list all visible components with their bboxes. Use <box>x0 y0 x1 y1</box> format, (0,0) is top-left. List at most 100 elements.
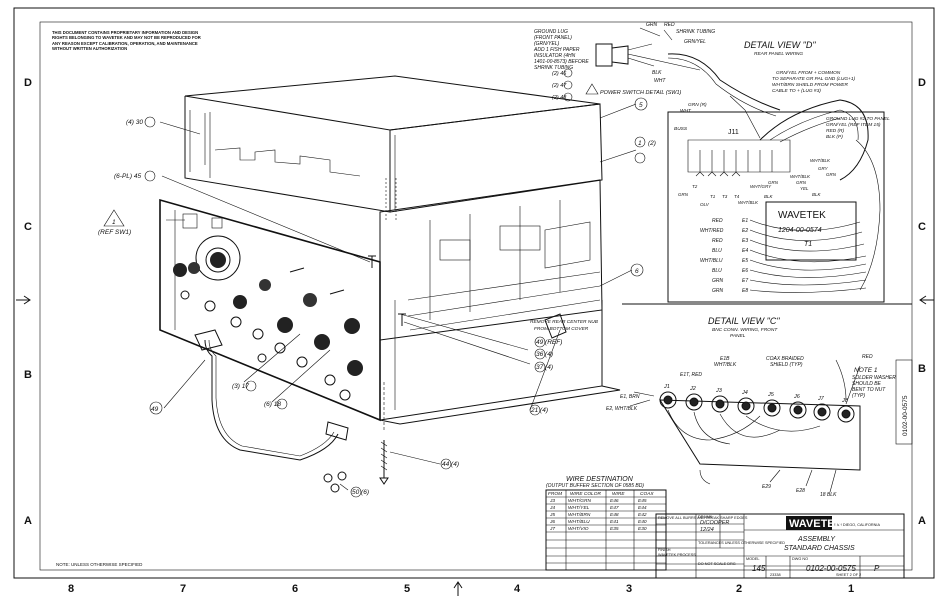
detail-c-red: RED <box>862 354 873 360</box>
tb-model: 145 <box>752 564 766 573</box>
pin-color-6: GRN <box>712 278 724 284</box>
pin-id-7: E8 <box>742 288 748 294</box>
detail-d-misc-2: T1 <box>710 194 716 199</box>
detail-d-misc-15: WHT/BLK <box>810 158 831 163</box>
tb-company: WAVETEK <box>789 518 843 530</box>
tb-dwg: 0102-00-0575 <box>806 564 856 573</box>
detail-d-buss: BUSS <box>674 126 688 132</box>
detail-d-frame <box>667 111 885 303</box>
tb-scale: DO NOT SCALE DRG <box>698 562 736 566</box>
leader-lines <box>159 103 637 491</box>
detail-d-misc-7: WHT/BLK <box>738 200 759 205</box>
wire-table-title: WIRE DESTINATION <box>566 476 634 483</box>
remove-note-line1: REMOVE REAR CENTER NUB <box>530 319 599 325</box>
detail-d-note1-l0: GRN/YEL FROM + COMMON <box>776 70 841 76</box>
wire-cell: E41 <box>610 519 619 525</box>
transformer-t1 <box>765 201 857 261</box>
detail-c-note-3: BENT TO NUT <box>852 387 886 393</box>
detail-c-e2whtblk: E2, WHT/BLK <box>606 406 638 412</box>
wire-cell: WHT/BRN <box>568 512 591 518</box>
col-label-6: 6 <box>292 583 298 595</box>
detail-d-note1-l2: WHT/BRN SHIELD FROM POWER <box>772 82 848 88</box>
callout-18: (6) 18 <box>264 401 281 408</box>
transformer-brand: WAVETEK <box>778 210 826 221</box>
jack-label-1: J2 <box>689 386 696 392</box>
wire-cell: WHT/YEL <box>568 505 590 511</box>
ps-callout-48: (2) 48 <box>552 95 567 101</box>
ps-shrink-label: SHRINK TUBING <box>676 29 715 35</box>
detail-d-misc-12: YEL <box>800 186 809 191</box>
col-label-5: 5 <box>404 583 410 595</box>
wire-cell: E40 <box>638 519 647 525</box>
col-label-3: 3 <box>626 583 632 595</box>
detail-d-note1-l1: TO SEPARATE GR PAL GND (LUG+1) <box>772 76 856 82</box>
jack-label-0: J1 <box>663 384 670 390</box>
jack-label-4: J5 <box>767 392 775 398</box>
detail-c-note-1: SOLDER WASHER <box>852 375 896 381</box>
row-label-b-right: B <box>918 363 926 375</box>
jack-label-2: J3 <box>715 388 723 394</box>
pin-id-6: E7 <box>742 278 748 284</box>
detail-d-note2-l3: BLK (P) <box>826 134 843 140</box>
detail-c-e28: E28 <box>796 488 805 494</box>
wire-table-subtitle: (OUTPUT BUFFER SECTION OF 0585 BD) <box>546 483 644 489</box>
detail-c-e29: E29 <box>762 484 771 490</box>
pin-color-2: RED <box>712 238 723 244</box>
tb-drawn-label: DRAWN <box>698 515 712 519</box>
detail-c-e1brn: E1, BRN <box>620 394 640 400</box>
pin-color-0: RED <box>712 218 723 224</box>
detail-c-side-code: 0102-00-0575 <box>902 395 909 436</box>
center-arrow-bottom <box>453 581 463 596</box>
callout-ref-sw1: (REF SW1) <box>98 229 131 236</box>
ps-title: POWER SWITCH DETAIL (SW1) <box>600 90 682 96</box>
pin-id-0: E1 <box>742 218 748 224</box>
wire-cell: J4 <box>549 505 555 511</box>
wire-destination-table: WIRE DESTINATION (OUTPUT BUFFER SECTION … <box>545 476 667 571</box>
wire-cell: WHT/VIO <box>568 526 589 532</box>
callout-1-qty: (2) <box>648 140 656 147</box>
row-label-c-left: C <box>24 221 32 233</box>
tb-tolerance: TOLERANCES UNLESS OTHERWISE SPECIFIED <box>698 541 785 545</box>
detail-d-misc-4: T4 <box>734 194 740 199</box>
callout-44: 44 (4) <box>442 461 459 468</box>
detail-d-note1-l3: CABLE TO + (LUG #3) <box>772 88 821 94</box>
detail-d-subtitle: REAR PANEL WIRING <box>754 51 803 57</box>
ps-grn: GRN <box>646 22 658 28</box>
wire-cell: J7 <box>549 526 555 532</box>
detail-d-misc-9: BLK <box>764 194 774 199</box>
detail-c-e1b: E1B <box>720 356 730 362</box>
wire-cell: E48 <box>610 512 619 518</box>
ps-line-5: 1401-00-8573) BEFORE <box>534 59 589 65</box>
ps-grnyel: GRN/YEL <box>684 39 706 45</box>
callout-6: 6 <box>635 268 639 275</box>
detail-c-coax-2: SHIELD (TYP) <box>770 362 803 368</box>
col-label-7: 7 <box>180 583 186 595</box>
detail-d-wht: WHT <box>680 108 692 114</box>
detail-d-misc-14: BLK <box>812 192 822 197</box>
detail-d-title: DETAIL VIEW "D" <box>744 40 816 50</box>
wire-cell: E35 <box>610 526 619 532</box>
tb-drawn: D/COOPER <box>700 520 729 526</box>
detail-d-misc-1: T2 <box>692 184 698 189</box>
ps-line-1: (FRONT PANEL) <box>534 35 572 41</box>
col-label-1: 1 <box>848 583 854 595</box>
detail-d-misc-6: WHT/GRY <box>750 184 772 189</box>
proprietary-notice: THIS DOCUMENT CONTAINS PROPRIETARY INFOR… <box>52 30 201 51</box>
jack-label-3: J4 <box>741 390 748 396</box>
tb-code: 23338 <box>770 573 781 577</box>
tb-rev: P <box>874 564 880 573</box>
detail-view-c: DETAIL VIEW "C" BNC CONN. WIRING, FRONT … <box>606 316 913 498</box>
pin-color-3: BLU <box>712 248 722 254</box>
row-label-a-right: A <box>918 515 926 527</box>
detail-c-whtblk: WHT/BLK <box>714 362 737 368</box>
jack-label-5: J6 <box>793 394 801 400</box>
callout-17: (3) 17 <box>232 383 249 390</box>
tb-title-1: ASSEMBLY <box>797 536 836 543</box>
callout-triangle-1: 1 <box>112 219 116 226</box>
detail-c-sub1: BNC CONN. WIRING, FRONT <box>712 327 778 333</box>
row-label-a-left: A <box>24 515 32 527</box>
tb-finish-label: FINISH <box>658 548 671 552</box>
center-arrow-right <box>919 295 934 305</box>
detail-c-note-2: SHOULD BE <box>852 381 882 387</box>
